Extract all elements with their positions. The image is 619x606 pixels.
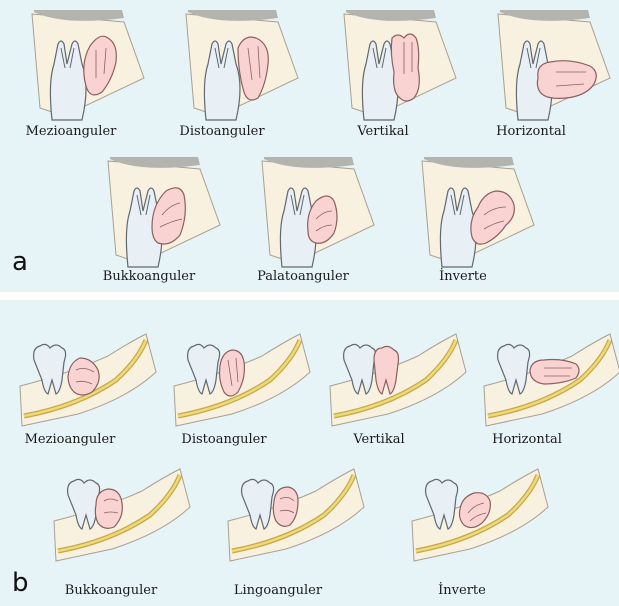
upper-molar-horizontal-icon xyxy=(490,8,615,123)
lower-molar-vertical-icon xyxy=(328,330,468,430)
lower-molar-buccoangular-icon xyxy=(52,465,192,565)
panel-a: Mezioanguler Distoanguler Vertikal Horiz… xyxy=(0,0,619,292)
upper-molar-distoangular-icon xyxy=(178,8,303,123)
label-a-bukkoanguler: Bukkoanguler xyxy=(84,269,214,284)
label-b-horizontal: Horizontal xyxy=(462,432,592,447)
upper-molar-palatoangular-icon xyxy=(254,155,379,270)
label-a-inverte: İnverte xyxy=(398,269,528,284)
upper-molar-buccoangular-icon xyxy=(100,155,225,270)
lower-molar-lingoangular-icon xyxy=(226,465,366,565)
label-b-lingoanguler: Lingoanguler xyxy=(213,583,343,598)
label-a-distoanguler: Distoanguler xyxy=(157,124,287,139)
label-a-vertikal: Vertikal xyxy=(318,124,448,139)
panel-letter-a: a xyxy=(12,247,28,277)
label-b-vertikal: Vertikal xyxy=(314,432,444,447)
label-b-bukkoanguler: Bukkoanguler xyxy=(46,583,176,598)
lower-molar-horizontal-icon xyxy=(482,330,619,430)
upper-molar-mesioangular-icon xyxy=(24,8,149,123)
label-b-mezioanguler: Mezioanguler xyxy=(5,432,135,447)
label-a-palatoanguler: Palatoanguler xyxy=(238,269,368,284)
upper-molar-vertical-icon xyxy=(336,8,461,123)
label-a-mezioanguler: Mezioanguler xyxy=(6,124,136,139)
label-b-inverte: İnverte xyxy=(397,583,527,598)
lower-molar-inverted-icon xyxy=(410,465,550,565)
label-b-distoanguler: Distoanguler xyxy=(159,432,289,447)
label-a-horizontal: Horizontal xyxy=(466,124,596,139)
panel-b: Mezioanguler Distoanguler Vertikal Horiz… xyxy=(0,300,619,606)
upper-molar-inverted-icon xyxy=(414,155,539,270)
panel-letter-b: b xyxy=(12,568,29,598)
lower-molar-mesioangular-icon xyxy=(18,330,158,430)
lower-molar-distoangular-icon xyxy=(172,330,312,430)
